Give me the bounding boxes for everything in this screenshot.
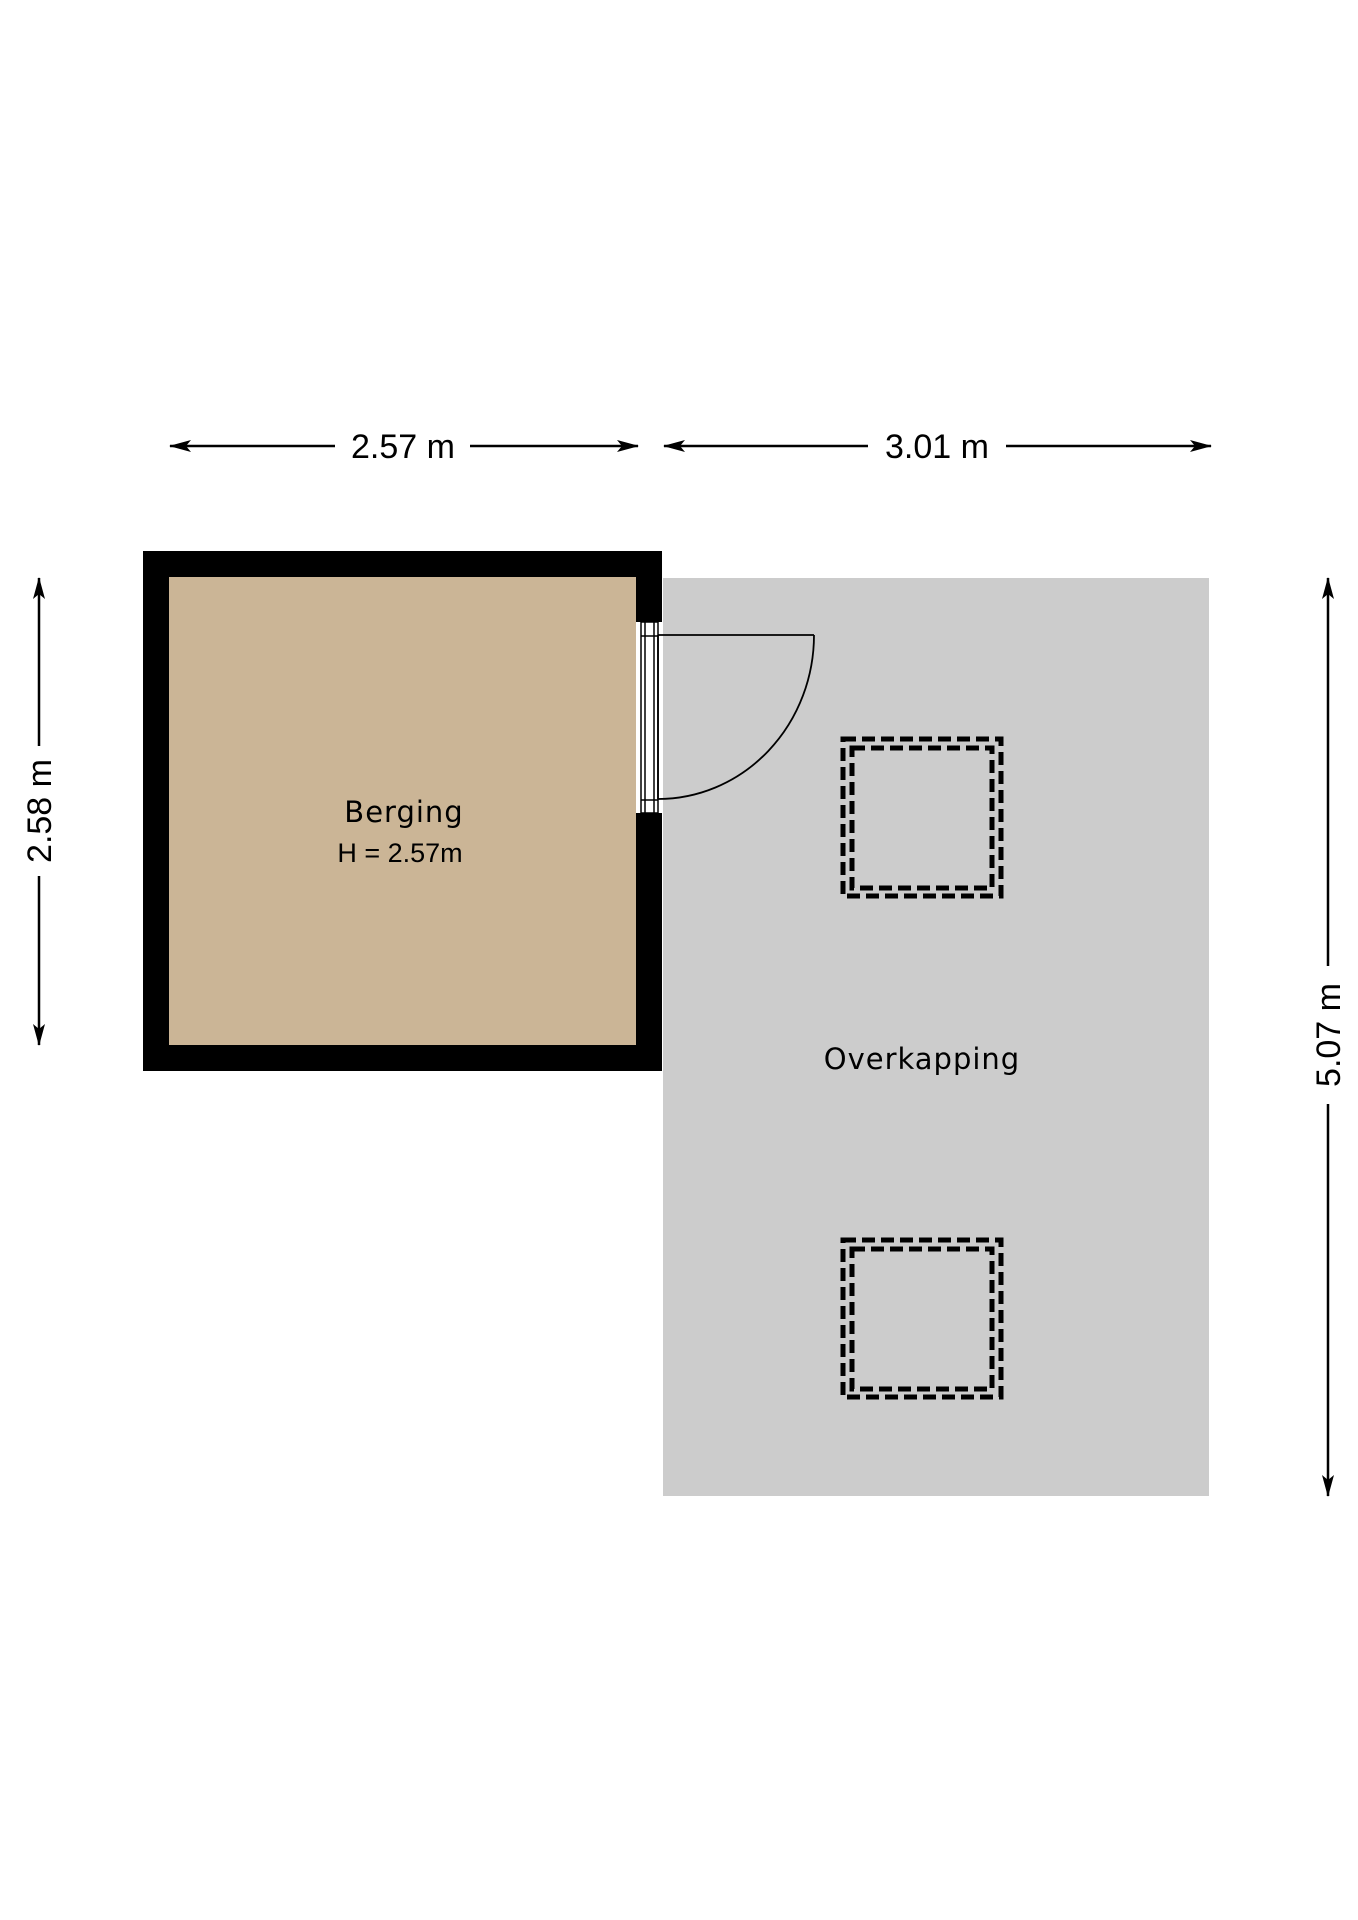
dimension-right-label: 5.07 m xyxy=(1310,983,1348,1087)
dimension-top-left-label: 2.57 m xyxy=(351,428,455,466)
dimension-left-label: 2.58 m xyxy=(21,759,59,863)
storage-label: Berging xyxy=(344,795,463,829)
skylight-upper xyxy=(840,736,1004,899)
storage-floor xyxy=(169,577,636,1045)
door-swing xyxy=(657,634,815,800)
dimension-top-right-label: 3.01 m xyxy=(885,428,989,466)
canopy-floor xyxy=(663,578,1209,1496)
canopy-label: Overkapping xyxy=(824,1042,1020,1076)
storage-height-label: H = 2.57m xyxy=(337,838,462,868)
skylight-lower xyxy=(840,1237,1004,1400)
door-opening xyxy=(636,622,663,813)
